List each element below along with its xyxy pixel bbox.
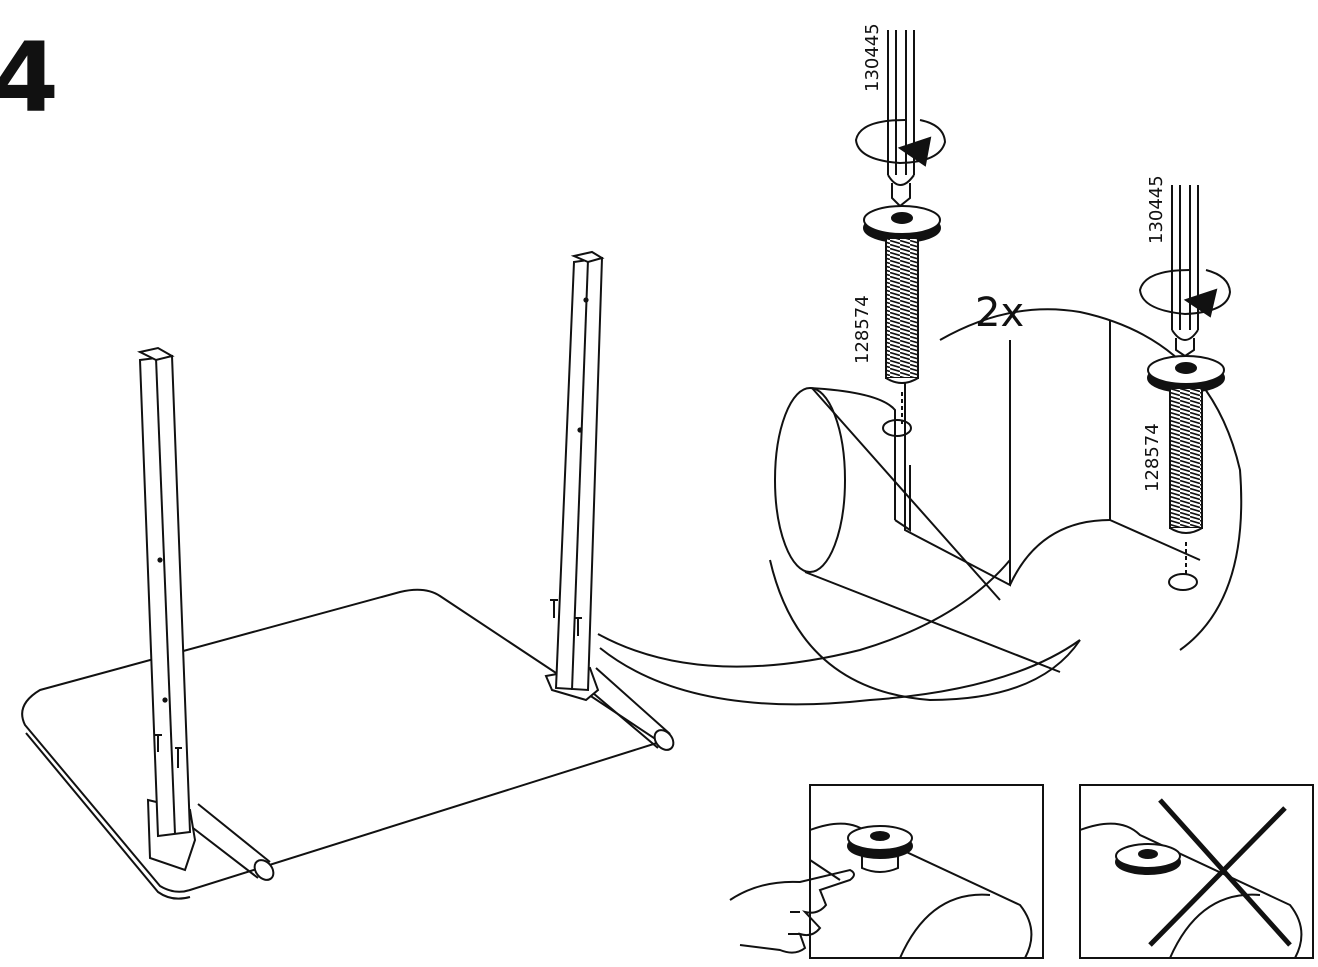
rotation-arrow-icon bbox=[1138, 269, 1232, 318]
cross-mark-icon bbox=[1148, 798, 1292, 947]
left-upright bbox=[137, 346, 192, 838]
correct-seating-panel bbox=[729, 784, 1044, 959]
step-number: 4 bbox=[0, 22, 59, 134]
detail-view bbox=[769, 308, 1243, 702]
right-upright bbox=[550, 250, 605, 692]
rotation-arrow-icon bbox=[854, 119, 947, 167]
detail-callout bbox=[597, 559, 1081, 706]
incorrect-seating-panel bbox=[1079, 784, 1314, 959]
tool-id-label: 130445 bbox=[862, 23, 883, 92]
screw-1 bbox=[863, 205, 941, 424]
screwdriver-2 bbox=[1138, 185, 1232, 358]
screwdriver-1 bbox=[854, 30, 947, 208]
pointing-hand-icon bbox=[729, 868, 855, 954]
screw-2 bbox=[1147, 355, 1225, 576]
screw-hole-2 bbox=[1168, 573, 1198, 591]
screw-id-label: 128574 bbox=[852, 295, 873, 364]
screw-id-label: 128574 bbox=[1142, 423, 1163, 492]
tool-id-label: 130445 bbox=[1146, 175, 1167, 244]
screw-hole-1 bbox=[882, 419, 912, 437]
quantity-label: 2x bbox=[975, 290, 1024, 336]
table-assembly bbox=[21, 250, 675, 900]
